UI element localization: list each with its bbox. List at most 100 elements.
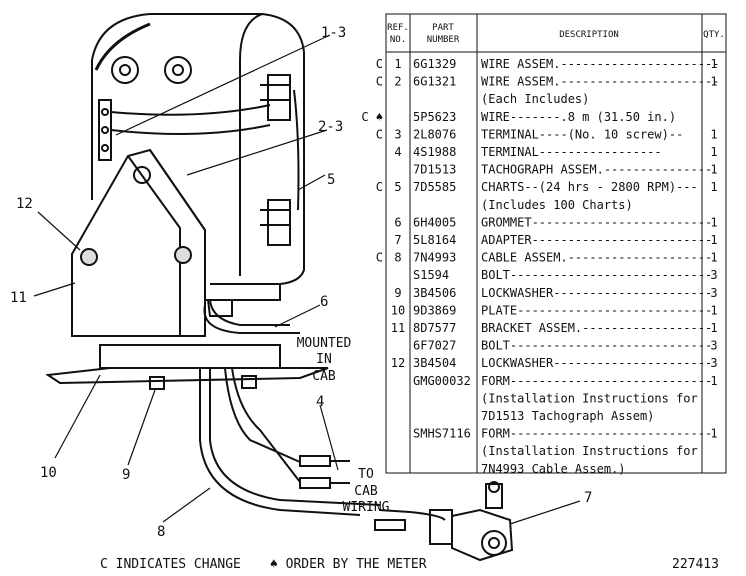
- quantity: 1: [710, 374, 717, 388]
- quantity: 3: [710, 268, 717, 282]
- svg-text:NO.: NO.: [390, 35, 406, 45]
- callout-6: 6: [320, 294, 328, 310]
- description: FORM----------------------------: [481, 427, 712, 441]
- svg-text:WIRING: WIRING: [343, 500, 390, 515]
- description: BOLT----------------------------: [481, 339, 712, 353]
- description: (Installation Instructions for: [481, 444, 698, 458]
- svg-text:CAB: CAB: [312, 369, 336, 384]
- change-mark: C: [376, 57, 383, 71]
- tachograph-assembly: [45, 13, 514, 562]
- ref-number: 3: [394, 127, 401, 141]
- callout-1-3: 1-3: [321, 25, 346, 41]
- part-number: GMG00032: [413, 374, 471, 388]
- description: (Includes 100 Charts): [481, 198, 633, 212]
- quantity: 1: [710, 303, 717, 317]
- description: GROMMET-------------------------: [481, 215, 712, 229]
- callout-8: 8: [157, 524, 165, 540]
- description: TERMINAL-----------------: [481, 145, 662, 159]
- part-number: 6G1321: [413, 75, 456, 89]
- description: FORM----------------------------: [481, 374, 712, 388]
- description: TERMINAL----(No. 10 screw)--: [481, 127, 683, 141]
- ref-number: 12: [391, 356, 405, 370]
- callout-5: 5: [327, 172, 335, 188]
- description: BRACKET ASSEM.------------------: [481, 321, 712, 335]
- callout-10: 10: [40, 465, 57, 481]
- change-mark: C: [376, 180, 383, 194]
- svg-text:TO: TO: [358, 467, 374, 482]
- table-header: REF. NO. PART NUMBER DESCRIPTION QTY.: [387, 23, 725, 45]
- parts-table: [385, 13, 727, 474]
- part-number: 6F7027: [413, 339, 456, 353]
- ref-number: 11: [391, 321, 405, 335]
- quantity: 1: [710, 163, 717, 177]
- change-note: C INDICATES CHANGE: [100, 557, 241, 572]
- svg-text:IN: IN: [316, 352, 332, 367]
- quantity: 1: [710, 57, 717, 71]
- callout-7: 7: [584, 490, 592, 506]
- quantity: 1: [710, 145, 717, 159]
- change-mark: C: [376, 127, 383, 141]
- description: (Each Includes): [481, 92, 589, 106]
- quantity: 1: [710, 127, 717, 141]
- description: WIRE-------.8 m (31.50 in.): [481, 110, 676, 124]
- quantity: 1: [710, 180, 717, 194]
- part-number: S1594: [413, 268, 449, 282]
- svg-text:MOUNTED: MOUNTED: [297, 336, 352, 351]
- description: CHARTS--(24 hrs - 2800 RPM)---: [481, 180, 698, 194]
- ref-number: 8: [394, 251, 401, 265]
- callout-4: 4: [316, 394, 324, 410]
- quantity: 1: [710, 427, 717, 441]
- meter-note: ♠ ORDER BY THE METER: [270, 557, 427, 572]
- part-number: 9D3869: [413, 303, 456, 317]
- quantity: 3: [710, 356, 717, 370]
- quantity: 3: [710, 339, 717, 353]
- callout-9: 9: [122, 467, 130, 483]
- description: CABLE ASSEM.--------------------: [481, 251, 712, 265]
- description: TACHOGRAPH ASSEM.---------------: [481, 163, 712, 177]
- ref-number: 1: [394, 57, 401, 71]
- callout-11: 11: [10, 290, 27, 306]
- description: LOCKWASHER----------------------: [481, 356, 712, 370]
- header-description: DESCRIPTION: [559, 30, 619, 40]
- ref-number: 2: [394, 75, 401, 89]
- mounted-in-cab-note: MOUNTED IN CAB: [297, 336, 352, 384]
- callout-12: 12: [16, 196, 33, 212]
- description: PLATE---------------------------: [481, 303, 712, 317]
- ref-number: 10: [391, 303, 405, 317]
- description: BOLT----------------------------: [481, 268, 712, 282]
- part-number: 5P5623: [413, 110, 456, 124]
- description: (Installation Instructions for: [481, 391, 698, 405]
- header-qty: QTY.: [703, 30, 725, 40]
- change-mark: C: [376, 251, 383, 265]
- description: WIRE ASSEM.----------------------: [481, 75, 719, 89]
- ref-number: 5: [394, 180, 401, 194]
- to-cab-wiring-note: TO CAB WIRING: [343, 467, 390, 515]
- ref-number: 7: [394, 233, 401, 247]
- part-number: 5L8164: [413, 233, 456, 247]
- part-number: 8D7577: [413, 321, 456, 335]
- quantity: 1: [710, 233, 717, 247]
- description: LOCKWASHER----------------------: [481, 286, 712, 300]
- change-mark: C: [376, 75, 383, 89]
- description: 7N4993 Cable Assem.): [481, 462, 626, 476]
- part-number: 2L8076: [413, 127, 456, 141]
- part-number: SMHS7116: [413, 427, 471, 441]
- callout-2-3: 2-3: [318, 119, 343, 135]
- quantity: 1: [710, 251, 717, 265]
- description: ADAPTER-------------------------: [481, 233, 712, 247]
- quantity: 1: [710, 75, 717, 89]
- part-number: 3B4506: [413, 286, 456, 300]
- header-part-number: PART: [432, 23, 454, 33]
- description: 7D1513 Tachograph Assem): [481, 409, 654, 423]
- part-number: 6H4005: [413, 215, 456, 229]
- part-number: 4S1988: [413, 145, 456, 159]
- figure-number: 227413: [672, 557, 719, 572]
- svg-text:CAB: CAB: [354, 484, 378, 499]
- part-number: 6G1329: [413, 57, 456, 71]
- quantity: 1: [710, 321, 717, 335]
- ref-number: 4: [394, 145, 401, 159]
- ref-number: 9: [394, 286, 401, 300]
